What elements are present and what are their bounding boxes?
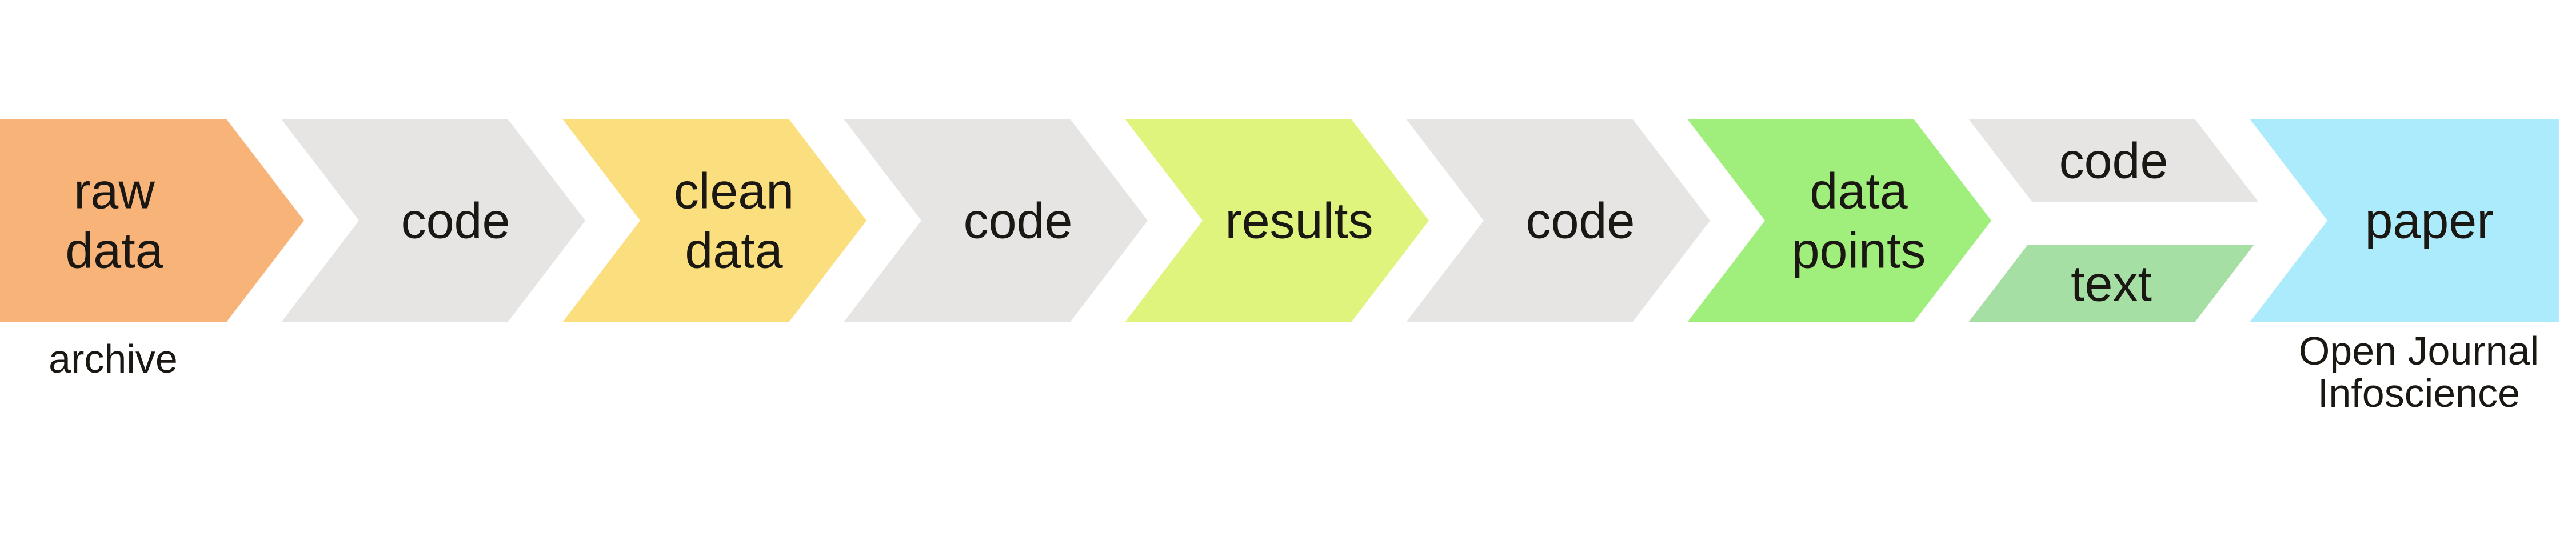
code-3-label: code xyxy=(1526,193,1635,249)
banner-paper xyxy=(2250,119,2559,322)
clean-data-label-line1: clean xyxy=(674,163,794,219)
clean-data-label-line2: data xyxy=(685,222,782,279)
chevron-code-2 xyxy=(844,119,1148,322)
chevron-code-3 xyxy=(1406,119,1710,322)
publisher-annotation-line1: Open Journal xyxy=(2299,329,2539,373)
step-data-points: data points xyxy=(1687,119,1991,322)
raw-data-label-line1: raw xyxy=(74,163,155,219)
data-points-label-line2: points xyxy=(1792,222,1926,279)
chevron-raw-data xyxy=(0,119,304,322)
step-paper: paper Open Journal Infoscience xyxy=(2250,119,2559,415)
parallelogram-text-branch xyxy=(1968,245,2254,322)
chevron-results xyxy=(1125,119,1429,322)
publisher-annotation-line2: Infoscience xyxy=(2318,371,2520,415)
step-results: results xyxy=(1125,119,1429,322)
chevron-clean-data xyxy=(562,119,866,322)
paper-label: paper xyxy=(2365,193,2493,249)
code-2-label: code xyxy=(964,193,1073,249)
step-code-3: code xyxy=(1406,119,1710,322)
text-branch-label: text xyxy=(2071,255,2152,312)
step-raw-data: raw data archive xyxy=(0,119,304,381)
raw-data-label-line2: data xyxy=(65,222,163,279)
code-branch-label: code xyxy=(2059,133,2168,189)
parallelogram-code-branch xyxy=(1968,119,2259,202)
chevron-code-1 xyxy=(281,119,585,322)
step-clean-data: clean data xyxy=(562,119,866,322)
step-code-2: code xyxy=(844,119,1148,322)
archive-annotation: archive xyxy=(49,337,178,381)
data-points-label-line1: data xyxy=(1810,163,1907,219)
chevron-data-points xyxy=(1687,119,1991,322)
step-branch-split: code text xyxy=(1968,119,2259,322)
results-label: results xyxy=(1225,193,1373,249)
step-code-1: code xyxy=(281,119,585,322)
code-1-label: code xyxy=(401,193,510,249)
